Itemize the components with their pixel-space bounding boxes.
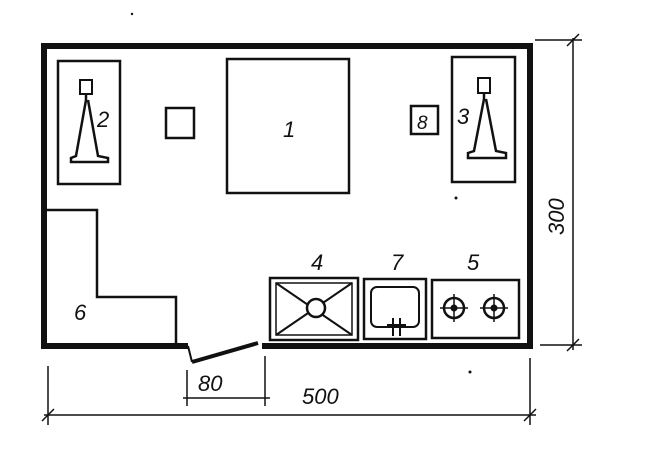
speck (130, 12, 134, 16)
washbasin-7 (362, 277, 428, 341)
label-8: 8 (417, 113, 428, 134)
label-3: 3 (457, 104, 470, 129)
label-7: 7 (391, 250, 404, 275)
label-4: 4 (311, 250, 323, 275)
label-2: 2 (96, 107, 109, 132)
dimension-door (183, 356, 270, 406)
label-5: 5 (467, 250, 480, 275)
table-1: 1 (225, 57, 351, 195)
stool-8: 8 (409, 104, 440, 136)
stove-5 (430, 278, 521, 340)
stool-left (164, 106, 196, 140)
dimension-width-label: 500 (302, 384, 339, 409)
sink-unit-4 (268, 276, 360, 342)
label-1: 1 (283, 117, 295, 142)
bed-2: 2 (56, 59, 122, 186)
dimension-height-label: 300 (544, 198, 569, 235)
dimension-width (41, 358, 537, 425)
dimension-height (535, 33, 582, 352)
room-walls (41, 43, 533, 349)
label-6: 6 (74, 300, 87, 325)
speck (468, 370, 472, 374)
bed-3: 3 (450, 55, 517, 184)
door-leaf (191, 341, 259, 364)
dimension-door-label: 80 (198, 371, 223, 396)
speck (454, 196, 458, 200)
door-jamb (187, 345, 193, 363)
cabinet-6: 6 (44, 208, 178, 343)
